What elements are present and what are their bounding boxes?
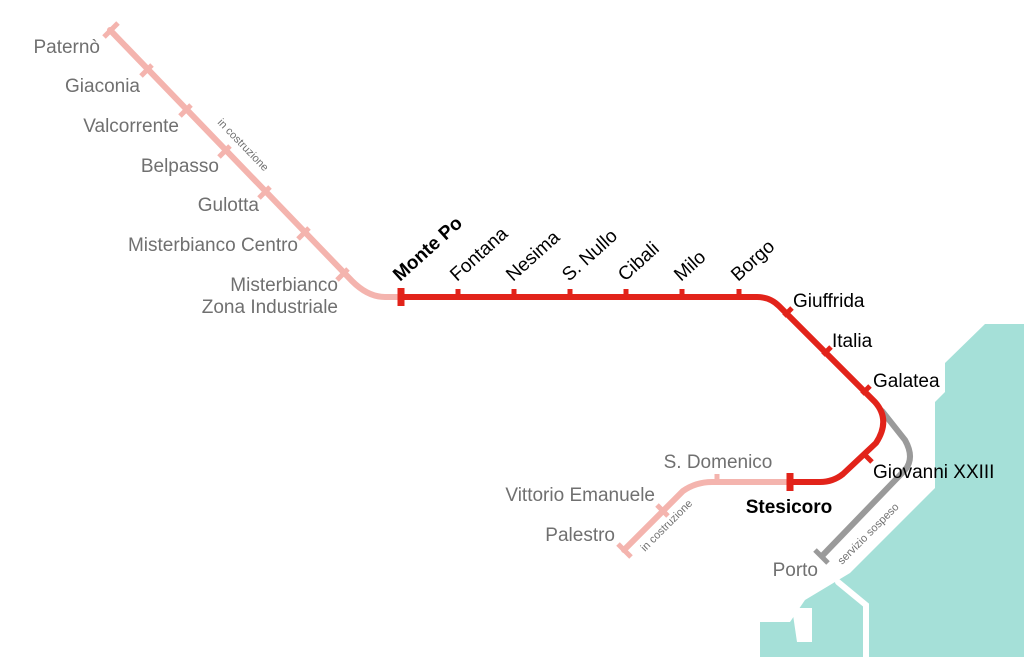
station-label-valcorrente: Valcorrente <box>83 116 179 137</box>
station-label-giuffrida: Giuffrida <box>793 291 865 312</box>
station-label-italia: Italia <box>832 331 873 352</box>
station-tick-palestro <box>616 542 633 559</box>
line-main <box>401 294 887 485</box>
main-station-ticks <box>397 288 874 491</box>
station-tick-valcorrente <box>178 103 193 118</box>
station-label-galatea: Galatea <box>873 371 940 392</box>
station-tick-vittorio-emanuele <box>655 503 670 518</box>
station-label-misterbianco-zi-line2: Zona Industriale <box>202 297 338 318</box>
station-label-nesima: Nesima <box>502 227 564 286</box>
station-label-cibali: Cibali <box>614 238 663 285</box>
sea-area <box>760 324 1024 657</box>
station-label-palestro: Palestro <box>545 525 615 546</box>
station-tick-giaconia <box>139 63 154 78</box>
northwest-station-ticks <box>102 21 350 282</box>
station-label-belpasso: Belpasso <box>141 156 219 177</box>
station-label-misterbianco-zi-line1: Misterbianco <box>230 275 338 296</box>
station-tick-galatea <box>860 384 872 396</box>
station-tick-italia <box>821 345 833 357</box>
station-tick-giovanni-xxiii <box>862 452 874 464</box>
station-tick-paterno <box>102 21 120 39</box>
station-label-borgo: Borgo <box>727 236 779 286</box>
station-label-milo: Milo <box>670 247 710 286</box>
station-label-vittorio-emanuele: Vittorio Emanuele <box>505 485 655 506</box>
station-tick-giuffrida <box>782 306 794 318</box>
station-label-giovanni-xxiii: Giovanni XXIII <box>873 462 994 483</box>
station-label-gulotta: Gulotta <box>198 195 260 216</box>
line-northwest-extension <box>107 27 404 300</box>
station-tick-porto <box>813 548 830 565</box>
line-southwest-extension <box>621 479 793 553</box>
station-label-s-nullo: S. Nullo <box>558 226 621 286</box>
station-tick-misterbianco-centro <box>296 226 311 241</box>
station-label-misterbianco-centro: Misterbianco Centro <box>128 235 298 256</box>
southwest-station-ticks <box>616 474 720 559</box>
station-label-paterno: Paternò <box>33 37 100 58</box>
station-tick-misterbianco-zi <box>335 267 350 282</box>
line-port-branch <box>819 408 913 559</box>
station-label-s-domenico: S. Domenico <box>664 452 773 473</box>
station-label-stesicoro: Stesicoro <box>746 497 833 518</box>
station-label-porto: Porto <box>773 560 818 581</box>
station-label-giaconia: Giaconia <box>65 76 140 97</box>
harbour-pier <box>792 608 812 642</box>
station-tick-gulotta <box>257 185 272 200</box>
harbour-breakwater <box>835 579 869 657</box>
station-tick-belpasso <box>217 144 232 159</box>
